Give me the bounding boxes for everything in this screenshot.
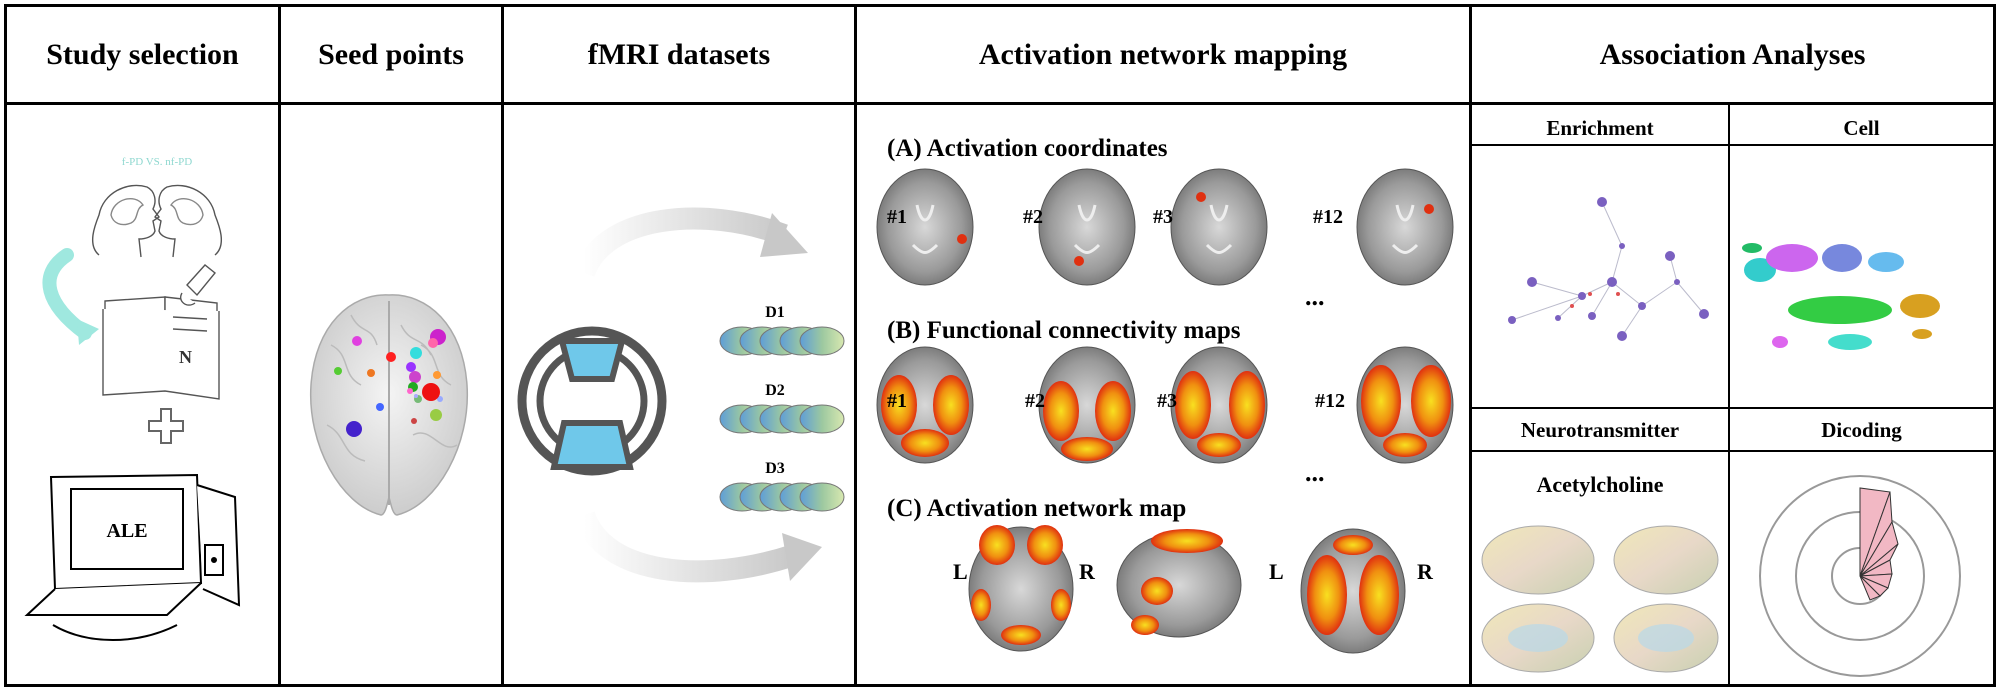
col-title-fmri-datasets: fMRI datasets [587, 38, 771, 71]
slice-b-label-3: #3 [1157, 390, 1177, 412]
decoding-rose-plot [1759, 475, 1961, 677]
computer-icon [24, 473, 241, 641]
notebook-letter: N [179, 347, 192, 367]
slice-a-12 [1356, 168, 1454, 286]
slice-b-12 [1356, 346, 1454, 464]
slice-a-2 [1038, 168, 1136, 286]
col-title-seed-points: Seed points [318, 38, 464, 71]
slice-b-1 [876, 346, 974, 464]
dataset-stack-3 [719, 482, 845, 512]
slice-b-label-12: #12 [1315, 390, 1345, 412]
network-map-right-label-2: R [1417, 559, 1434, 584]
neurotransmitter-brain-maps [1481, 525, 1719, 673]
assoc-divider-h3 [1471, 450, 1995, 452]
border-right [1993, 4, 1996, 687]
assoc-divider-h2 [1471, 407, 1995, 409]
teal-arrow-icon [42, 248, 92, 340]
study-selection-panel: f-PD VS. nf-PD N [24, 156, 241, 641]
slice-b-3 [1170, 346, 1268, 464]
computer-screen-label: ALE [106, 520, 147, 542]
plus-icon [148, 408, 184, 444]
border-left [4, 4, 7, 687]
col-divider-4 [1469, 4, 1472, 687]
mri-scanner-icon [517, 326, 667, 476]
slice-b-label-2: #2 [1025, 390, 1045, 412]
assoc-enrichment-title: Enrichment [1546, 116, 1654, 140]
bottom-arrow-head-icon [782, 533, 822, 581]
anm-section-a-title: (A) Activation coordinates [887, 135, 1168, 162]
dataset-label-d3: D3 [765, 460, 785, 477]
slice-a-label-2: #2 [1023, 206, 1043, 228]
top-arrow-head-icon [760, 213, 808, 257]
header-divider [4, 102, 1996, 105]
slice-a-label-3: #3 [1153, 206, 1173, 228]
slice-a-1 [876, 168, 974, 286]
col-title-study-selection: Study selection [46, 38, 239, 71]
dataset-stack-1 [719, 326, 845, 356]
col-divider-1 [278, 4, 281, 687]
acetylcholine-title: Acetylcholine [1536, 472, 1664, 497]
dataset-stack-2 [719, 404, 845, 434]
cell-umap-plot [1742, 243, 1940, 350]
bottom-arrow-icon [573, 510, 798, 583]
notebook-icon [102, 264, 220, 400]
figure-frame: Study selection Seed points fMRI dataset… [4, 4, 1996, 687]
col-divider-3 [854, 4, 857, 687]
anm-section-c-title: (C) Activation network map [887, 495, 1187, 522]
network-map-sagittal [1116, 529, 1242, 638]
glass-brain-icon [309, 294, 469, 516]
fmri-datasets-panel: D1 D2 D3 [517, 207, 845, 583]
anm-section-b-title: (B) Functional connectivity maps [887, 317, 1241, 344]
enrichment-network-plot [1508, 197, 1709, 341]
slice-b-label-1: #1 [887, 390, 907, 412]
assoc-neurotransmitter-title: Neurotransmitter [1520, 418, 1680, 442]
slice-a-label-12: #12 [1313, 206, 1343, 228]
slice-a-ellipsis: ... [1305, 282, 1325, 311]
network-map-left-label-2: L [1269, 559, 1284, 584]
assoc-decoding-title: Dicoding [1821, 418, 1902, 442]
dataset-label-d2: D2 [765, 382, 785, 399]
col-title-association-analyses: Association Analyses [1599, 38, 1866, 71]
slice-a-3 [1170, 168, 1268, 286]
seed-points-panel [309, 294, 469, 516]
top-arrow-icon [573, 207, 788, 278]
col-divider-2 [501, 4, 504, 687]
assoc-divider-v [1728, 105, 1730, 687]
assoc-cell-title: Cell [1843, 116, 1880, 140]
dataset-label-d1: D1 [765, 304, 785, 321]
seed-points [334, 329, 446, 437]
two-heads-icon [91, 184, 223, 258]
network-map-axial [1300, 528, 1406, 654]
col-title-activation-network-mapping: Activation network mapping [978, 38, 1348, 71]
border-bottom [4, 684, 1996, 687]
anm-panel: (A) Activation coordinates (B) Functiona… [857, 105, 1469, 684]
slice-a-label-1: #1 [887, 206, 907, 228]
network-map-right-label: R [1079, 559, 1096, 584]
teal-arrow-head-icon [77, 319, 99, 345]
anm-slices: #1 #2 #3 #12 ... [876, 168, 1454, 654]
network-map-left-label: L [953, 559, 968, 584]
assoc-divider-h1 [1471, 144, 1995, 146]
comparison-text: f-PD VS. nf-PD [122, 156, 192, 168]
slice-b-2 [1038, 346, 1136, 464]
network-map-coronal [968, 525, 1074, 652]
border-top [4, 4, 1996, 7]
slice-b-ellipsis: ... [1305, 458, 1325, 487]
